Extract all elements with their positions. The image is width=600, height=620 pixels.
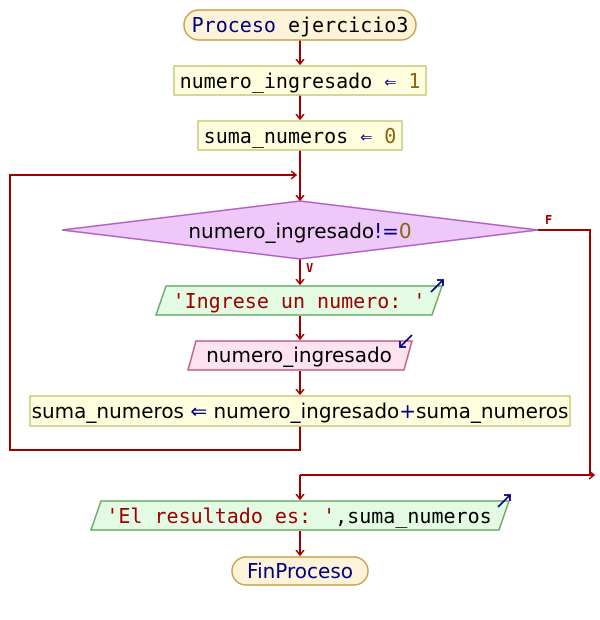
accumulate-plus: + bbox=[399, 399, 416, 423]
condition-var: numero_ingresado bbox=[188, 219, 374, 243]
svg-text:Proceso ejercicio3: Proceso ejercicio3 bbox=[192, 13, 409, 37]
assign1-arrow: ⇐ bbox=[384, 69, 396, 93]
connectors bbox=[9, 38, 594, 555]
svg-text:'El resultado es: ',suma_numer: 'El resultado es: ',suma_numeros bbox=[106, 504, 491, 528]
accumulate-arrow: ⇐ bbox=[190, 399, 207, 423]
assign-numero-ingresado: numero_ingresado ⇐ 1 bbox=[173, 65, 427, 96]
result-var: suma_numeros bbox=[347, 504, 492, 528]
output-prompt: 'Ingrese un numero: ' bbox=[154, 279, 444, 316]
end-keyword: FinProceso bbox=[247, 559, 353, 583]
assign2-value: 0 bbox=[384, 124, 396, 148]
process-name: ejercicio3 bbox=[288, 13, 408, 37]
output-arrow-icon bbox=[430, 279, 444, 293]
assign1-value: 1 bbox=[408, 69, 420, 93]
output-result: 'El resultado es: ',suma_numeros bbox=[89, 494, 511, 531]
input-read: numero_ingresado bbox=[187, 334, 413, 371]
accumulate-rhs: suma_numeros bbox=[416, 399, 568, 423]
assign1-var: numero_ingresado bbox=[180, 69, 373, 93]
read-var: numero_ingresado bbox=[206, 343, 392, 367]
accumulate-lhs: numero_ingresado bbox=[213, 399, 399, 423]
output-arrow-icon bbox=[497, 494, 511, 508]
assign-suma-numeros: suma_numeros ⇐ 0 bbox=[197, 120, 403, 151]
end-terminal: FinProceso bbox=[231, 556, 369, 586]
assign2-arrow: ⇐ bbox=[360, 124, 372, 148]
input-arrow-icon bbox=[399, 334, 413, 348]
assign2-var: suma_numeros bbox=[204, 124, 349, 148]
false-label: F bbox=[545, 213, 552, 227]
true-label: V bbox=[306, 261, 313, 275]
prompt-text: 'Ingrese un numero: ' bbox=[173, 289, 426, 313]
accumulate-var: suma_numeros bbox=[32, 399, 184, 423]
condition-value: 0 bbox=[399, 219, 412, 243]
svg-text:numero_ingresado ⇐ 1: numero_ingresado ⇐ 1 bbox=[180, 69, 421, 93]
result-text: 'El resultado es: ' bbox=[106, 504, 335, 528]
svg-text:suma_numeros ⇐ 0: suma_numeros ⇐ 0 bbox=[204, 124, 397, 148]
start-terminal: Proceso ejercicio3 bbox=[183, 9, 417, 41]
result-sep: , bbox=[335, 504, 347, 528]
loop-condition-diamond: numero_ingresado!=0 V F bbox=[61, 200, 552, 275]
svg-text:suma_numeros ⇐ numero_ingresad: suma_numeros ⇐ numero_ingresado+suma_num… bbox=[32, 399, 569, 423]
condition-op: != bbox=[374, 219, 399, 243]
start-keyword: Proceso bbox=[192, 13, 276, 37]
svg-text:numero_ingresado!=0: numero_ingresado!=0 bbox=[188, 219, 411, 243]
assign-accumulate: suma_numeros ⇐ numero_ingresado+suma_num… bbox=[29, 395, 571, 427]
